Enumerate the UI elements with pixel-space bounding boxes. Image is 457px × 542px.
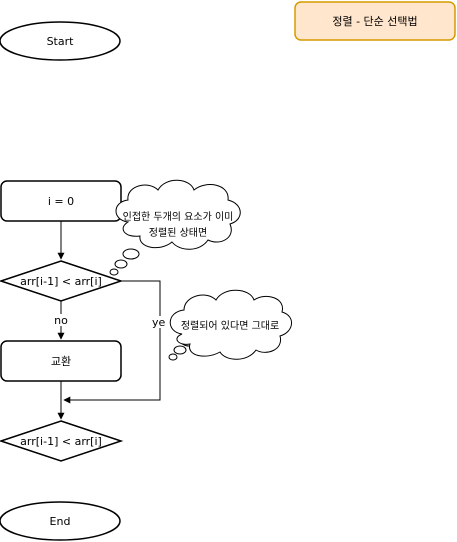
swap-node[interactable]: 교환 <box>0 340 122 382</box>
start-label: Start <box>47 35 75 48</box>
init-node[interactable]: i = 0 <box>0 180 122 222</box>
end-label: End <box>50 515 71 528</box>
edge-yes[interactable] <box>63 280 161 404</box>
cloud1-line2: 정렬된 상태면 <box>149 226 207 239</box>
end-node[interactable]: End <box>0 501 121 541</box>
decision2-node[interactable]: arr[i-1] < arr[i] <box>0 420 124 462</box>
init-label: i = 0 <box>48 195 74 208</box>
cloud2-label: 정렬되어 있다면 그대로 <box>181 319 279 332</box>
no-label: no <box>54 314 68 327</box>
decision2-label: arr[i-1] < arr[i] <box>20 435 102 448</box>
start-node[interactable]: Start <box>0 21 121 61</box>
thought-cloud-2[interactable]: 정렬되어 있다면 그대로 <box>168 289 292 361</box>
yes-label: ye <box>152 316 166 329</box>
decision1-node[interactable]: arr[i-1] < arr[i] <box>0 260 124 302</box>
title-box[interactable]: 정렬 - 단순 선택법 <box>294 1 456 41</box>
title-label: 정렬 - 단순 선택법 <box>332 15 417 28</box>
cloud1-line1: 인접한 두개의 요소가 이미 <box>123 211 234 223</box>
swap-label: 교환 <box>51 355 71 368</box>
thought-cloud-1[interactable]: 인접한 두개의 요소가 이미 정렬된 상태면 <box>109 179 241 276</box>
decision1-label: arr[i-1] < arr[i] <box>20 275 102 288</box>
